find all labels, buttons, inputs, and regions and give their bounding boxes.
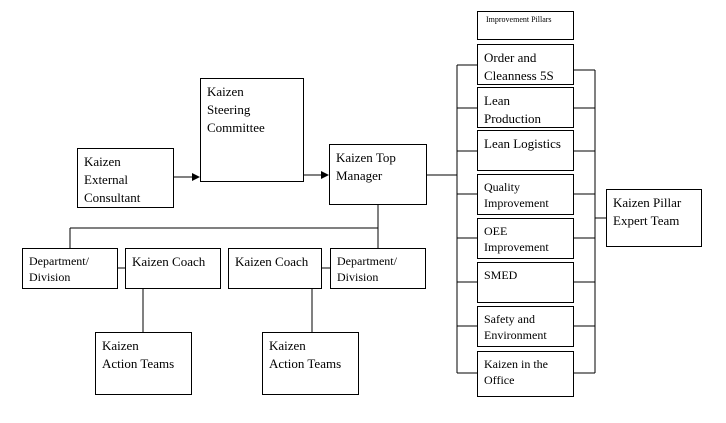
pillar-quality-label: Quality Improvement bbox=[484, 180, 549, 210]
pillar-5s-box: Order and Cleanness 5S bbox=[477, 44, 574, 85]
top-manager-label: Kaizen Top Manager bbox=[336, 150, 396, 183]
action-teams-right-label: Kaizen Action Teams bbox=[269, 338, 342, 371]
external-consultant-label: Kaizen External Consultant bbox=[84, 154, 141, 205]
pillar-safety-box: Safety and Environment bbox=[477, 306, 574, 347]
pillar-safety-label: Safety and Environment bbox=[484, 312, 547, 342]
pillar-lean-production-box: Lean Production bbox=[477, 87, 574, 128]
department-left-box: Department/ Division bbox=[22, 248, 118, 289]
kaizen-coach-right-label: Kaizen Coach bbox=[235, 254, 309, 269]
pillar-lean-logistics-box: Lean Logistics bbox=[477, 130, 574, 171]
pillar-smed-box: SMED bbox=[477, 262, 574, 303]
pillar-lean-logistics-label: Lean Logistics bbox=[484, 136, 561, 151]
pillar-office-box: Kaizen in the Office bbox=[477, 351, 574, 397]
action-teams-right-box: Kaizen Action Teams bbox=[262, 332, 359, 395]
top-manager-box: Kaizen Top Manager bbox=[329, 144, 427, 205]
kaizen-coach-left-box: Kaizen Coach bbox=[125, 248, 221, 289]
pillar-expert-team-box: Kaizen Pillar Expert Team bbox=[606, 189, 702, 247]
external-consultant-box: Kaizen External Consultant bbox=[77, 148, 174, 208]
kaizen-coach-right-box: Kaizen Coach bbox=[228, 248, 322, 289]
kaizen-coach-left-label: Kaizen Coach bbox=[132, 254, 206, 269]
improvement-pillars-header: Improvement Pillars bbox=[477, 11, 574, 40]
steering-committee-box: Kaizen Steering Committee bbox=[200, 78, 304, 182]
pillar-expert-team-label: Kaizen Pillar Expert Team bbox=[613, 195, 682, 228]
pillar-5s-label: Order and Cleanness 5S bbox=[484, 50, 554, 83]
improvement-pillars-label: Improvement Pillars bbox=[486, 15, 552, 24]
department-left-label: Department/ Division bbox=[29, 254, 89, 284]
steering-committee-label: Kaizen Steering Committee bbox=[207, 84, 265, 135]
pillar-quality-box: Quality Improvement bbox=[477, 174, 574, 215]
department-right-box: Department/ Division bbox=[330, 248, 426, 289]
pillar-oee-box: OEE Improvement bbox=[477, 218, 574, 259]
action-teams-left-box: Kaizen Action Teams bbox=[95, 332, 192, 395]
pillar-office-label: Kaizen in the Office bbox=[484, 357, 548, 387]
pillar-smed-label: SMED bbox=[484, 268, 518, 282]
action-teams-left-label: Kaizen Action Teams bbox=[102, 338, 175, 371]
pillar-lean-production-label: Lean Production bbox=[484, 93, 542, 126]
pillar-oee-label: OEE Improvement bbox=[484, 224, 549, 254]
department-right-label: Department/ Division bbox=[337, 254, 397, 284]
